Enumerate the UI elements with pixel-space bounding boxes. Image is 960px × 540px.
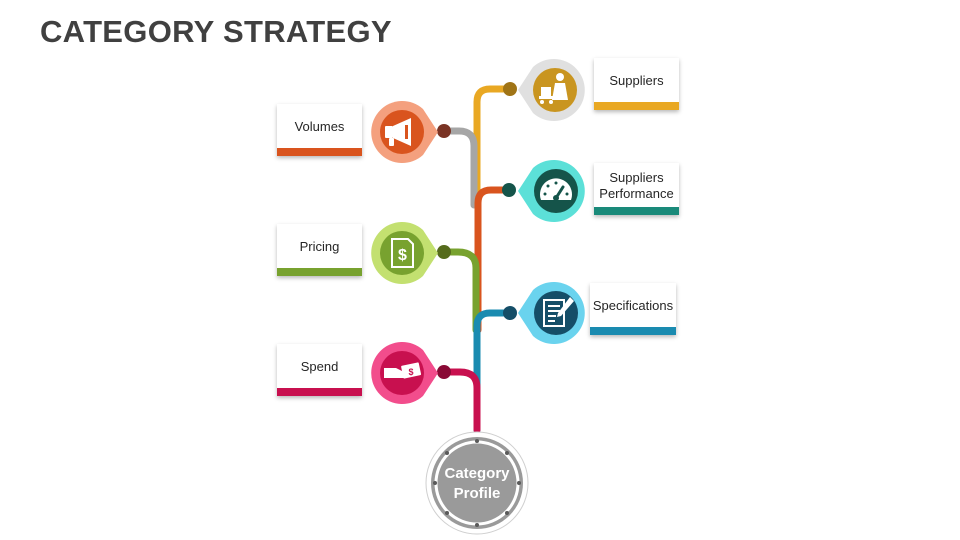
label-pricing-text: Pricing [299,239,340,254]
label-suppliers-performance: Suppliers Performance [594,163,679,215]
dot-volumes [437,124,451,138]
label-suppliers-performance-text: Suppliers Performance [599,170,674,201]
svg-text:$: $ [398,247,407,264]
label-spend: Spend [277,344,362,396]
connector-performance [474,186,513,334]
label-spend-bar [277,388,362,396]
dot-spend [437,365,451,379]
dot-suppliers [503,82,517,96]
label-suppliers-text: Suppliers [609,73,664,88]
label-suppliers-bar [594,102,679,110]
dollar-document-icon: $ [391,238,414,268]
dot-pricing [437,245,451,259]
label-pricing: Pricing [277,224,362,276]
connector-pricing [440,248,480,334]
svg-text:$: $ [408,367,413,377]
label-pricing-bar [277,268,362,276]
supplier-worker-icon [539,73,568,104]
speedometer-icon [540,178,572,201]
label-specifications-bar [590,327,676,335]
connector-specifications [473,309,514,434]
label-volumes-text: Volumes [294,119,345,134]
dot-specifications [503,306,517,320]
center-label-line2: Profile [454,485,501,502]
payment-hand-icon: $ [384,362,422,379]
page-title: CATEGORY STRATEGY [40,14,392,49]
connector-volumes [440,127,478,209]
label-specifications-text: Specifications [592,298,674,313]
label-specifications: Specifications [590,283,676,335]
label-spend-text: Spend [300,359,339,374]
label-suppliers-performance-bar [594,207,679,215]
checklist-icon [543,297,574,327]
label-volumes: Volumes [277,104,362,156]
dot-performance [502,183,516,197]
megaphone-icon [385,118,411,146]
connector-suppliers [473,85,514,209]
category-profile-node: Category Profile [425,431,529,535]
center-label-line1: Category [444,465,510,482]
label-suppliers: Suppliers [594,58,679,110]
connector-spend [440,368,481,434]
label-volumes-bar [277,148,362,156]
